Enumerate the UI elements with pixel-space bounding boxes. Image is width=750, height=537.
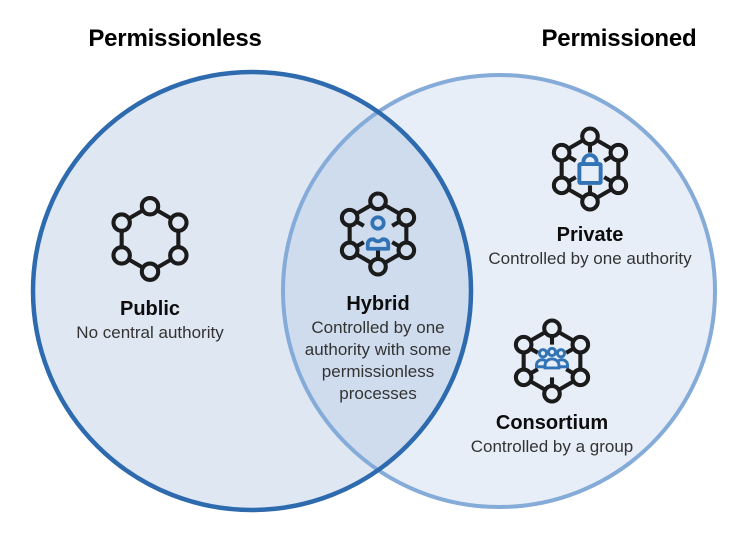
node-label: Consortium	[495, 412, 609, 434]
node-label: Public	[119, 298, 180, 320]
node-hybrid: Hybrid Controlled by one authority with …	[258, 189, 498, 405]
hexagon-network-icon	[109, 194, 191, 284]
permissionless-circle-outline	[30, 69, 474, 513]
hexagon-network-lock-icon	[549, 124, 631, 214]
node-description: Controlled by one authority	[488, 249, 692, 268]
overlap-region	[283, 75, 471, 507]
permissionless-title: Permissionless	[88, 25, 262, 52]
node-description: Controlled by one authority with some pe…	[304, 318, 452, 403]
node-description: Controlled by a group	[470, 437, 634, 456]
node-description: No central authority	[76, 323, 224, 342]
permissioned-circle-outline	[281, 73, 717, 509]
node-consortium: Consortium Controlled by a group	[432, 316, 672, 458]
permissioned-title: Permissioned	[541, 25, 697, 52]
node-label: Hybrid	[346, 293, 410, 315]
hexagon-network-person-icon	[337, 189, 419, 279]
hexagon-network-group-icon	[511, 316, 593, 406]
node-public: Public No central authority	[30, 194, 270, 344]
node-label: Private	[556, 224, 624, 246]
node-private: Private Controlled by one authority	[470, 124, 710, 270]
